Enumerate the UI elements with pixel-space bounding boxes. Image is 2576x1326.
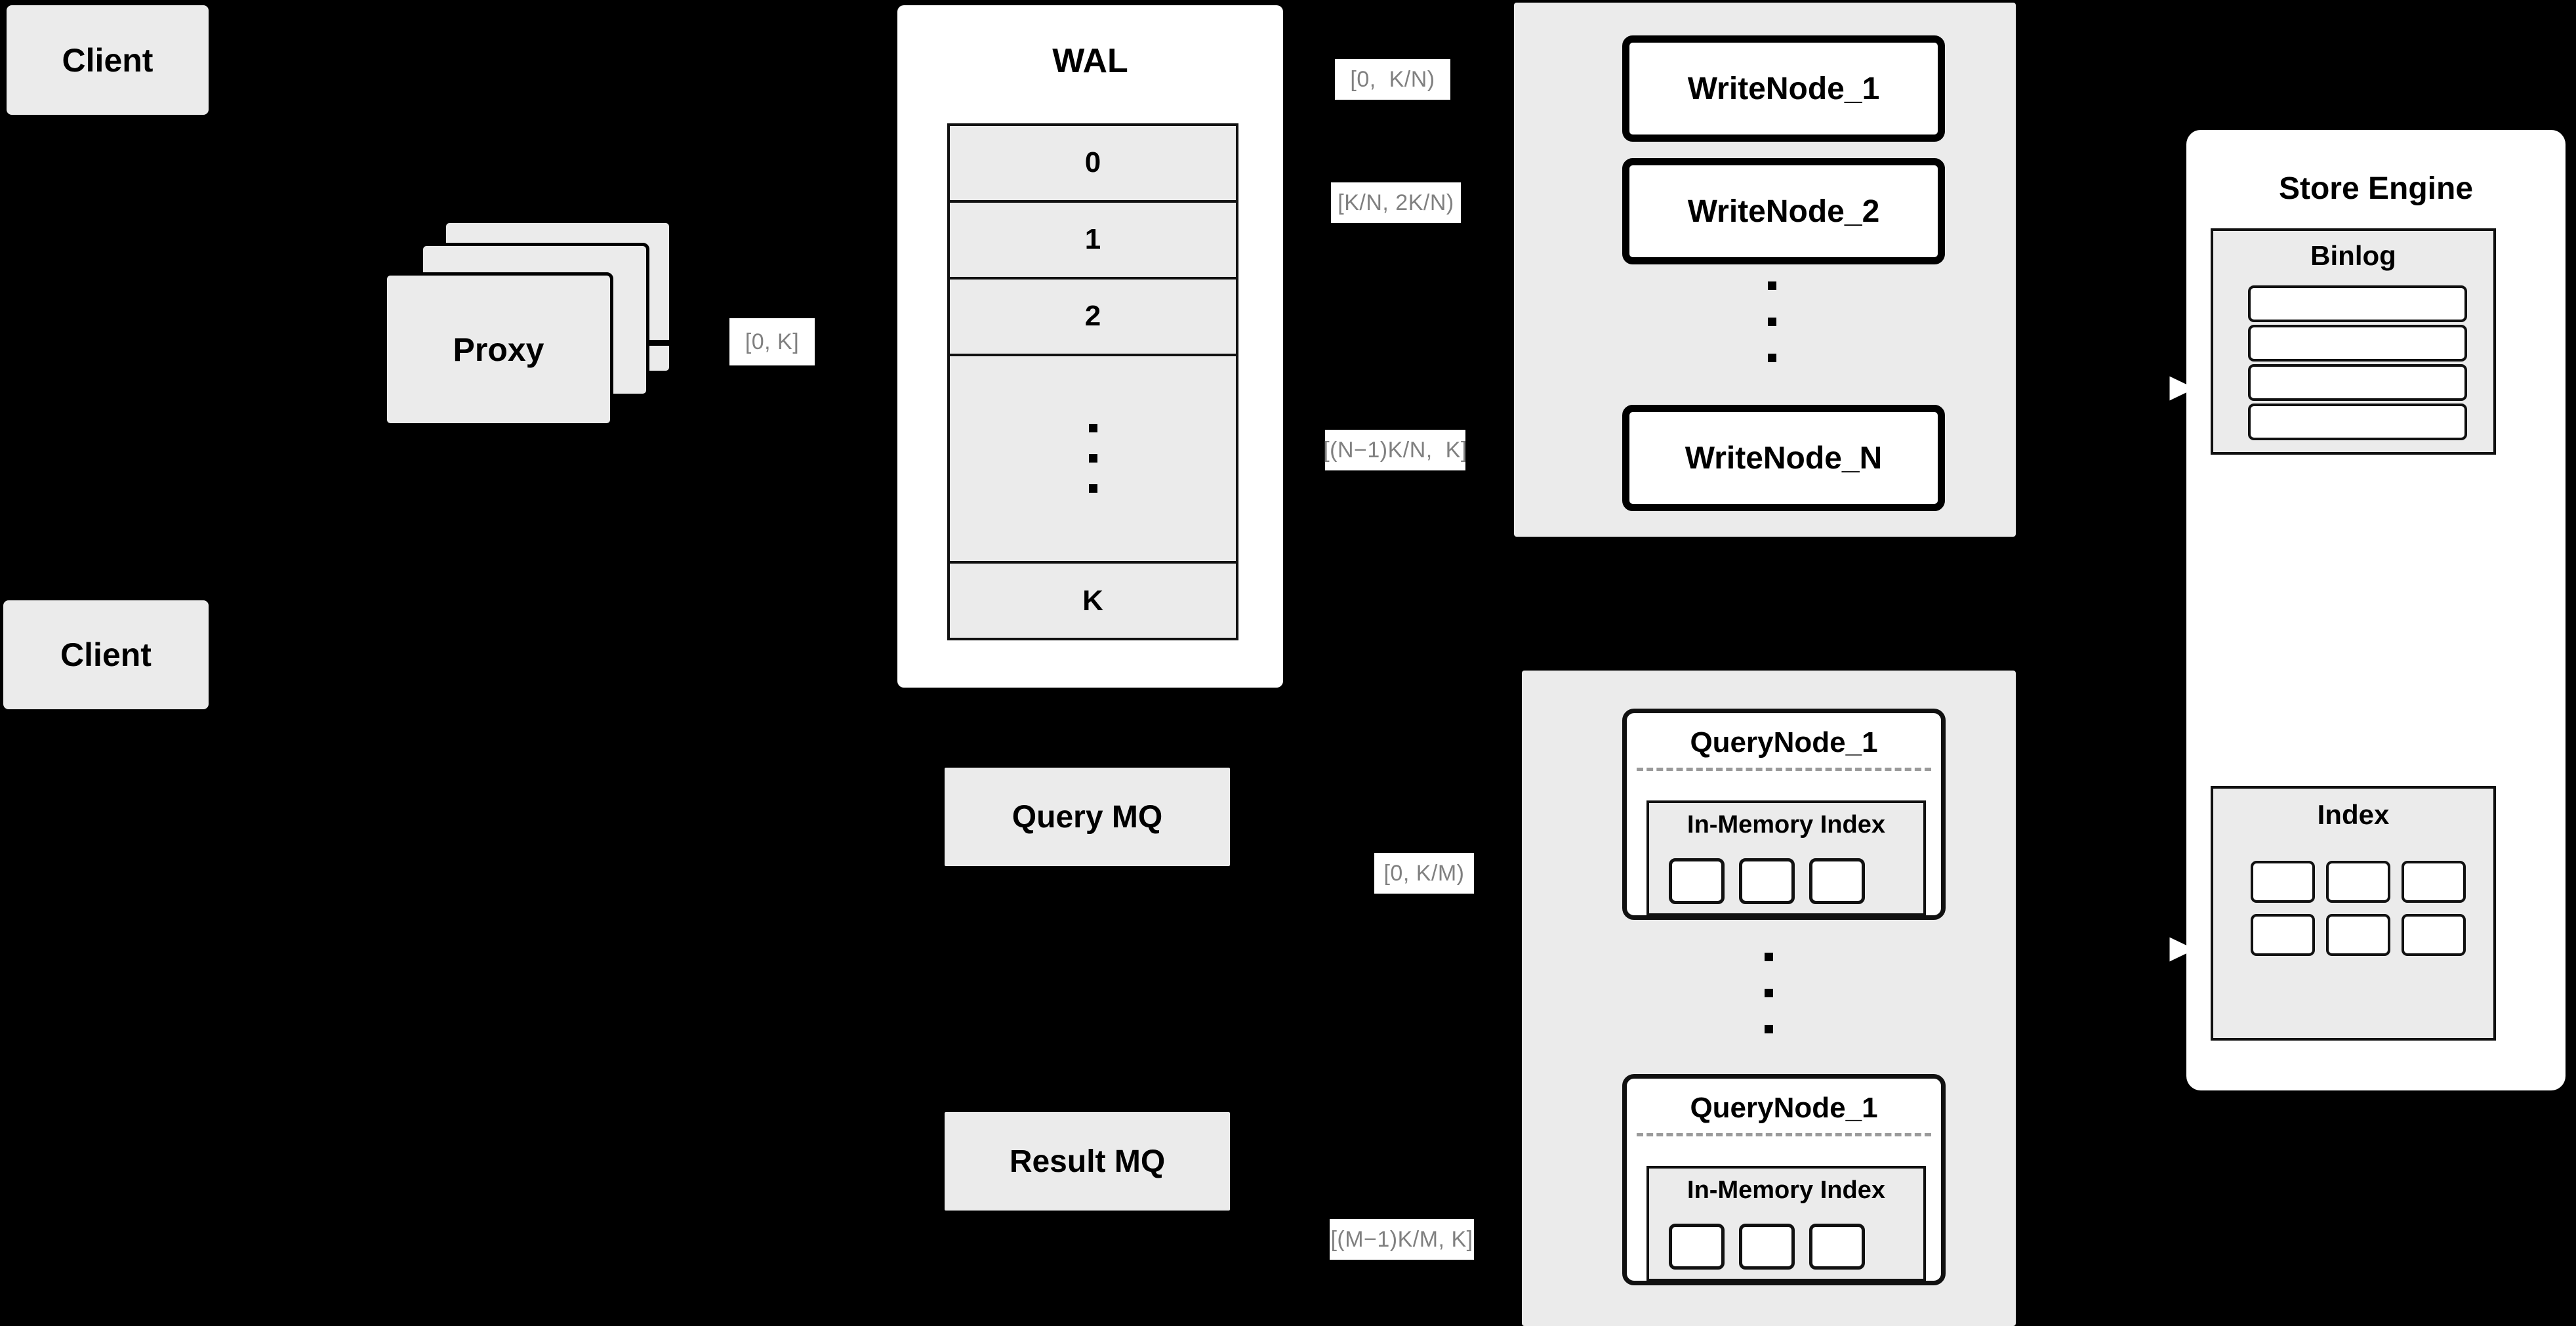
write-node-panel: WriteNode_1 WriteNode_2 WriteNode_N [1514, 3, 2016, 537]
binlog-bar[interactable] [2248, 364, 2467, 401]
client-node-1[interactable]: Client [7, 5, 209, 115]
range-label-write-1: [0, K/N) [1335, 59, 1450, 100]
binlog-title: Binlog [2310, 240, 2396, 271]
query-node-m[interactable]: QueryNode_1 In-Memory Index [1622, 1074, 1946, 1285]
arrow-line-to-binlog [2124, 386, 2178, 392]
binlog-bar[interactable] [2248, 285, 2467, 322]
client-node-2[interactable]: Client [3, 600, 209, 709]
arrow-head-open-index [2165, 930, 2204, 969]
proxy-node-label: Proxy [453, 331, 544, 368]
ellipsis-dot [1765, 953, 1773, 961]
query-mq-node[interactable]: Query MQ [945, 768, 1230, 866]
in-memory-index-1-title: In-Memory Index [1687, 811, 1885, 839]
wal-row-ellipsis [950, 356, 1236, 564]
index-cell[interactable] [2251, 914, 2315, 956]
wal-row-label: K [1082, 584, 1103, 617]
range-label-write-1-text: [0, K/N) [1350, 66, 1435, 92]
in-memory-index-m-title: In-Memory Index [1687, 1176, 1885, 1204]
range-label-write-2-text: [K/N, 2K/N) [1338, 190, 1454, 215]
write-node-2-label: WriteNode_2 [1687, 194, 1880, 229]
ellipsis-dot [1768, 318, 1776, 326]
wal-table: 0 1 2 K [947, 123, 1238, 640]
index-cell[interactable] [2402, 914, 2466, 956]
wal-title: WAL [1052, 42, 1128, 80]
store-engine-panel: Store Engine Binlog Index [2186, 130, 2566, 1090]
binlog-panel: Binlog [2211, 228, 2496, 455]
query-node-m-divider [1637, 1133, 1931, 1136]
query-node-1-divider [1637, 768, 1931, 771]
ellipsis-dot [1088, 454, 1097, 463]
query-node-1-label: QueryNode_1 [1690, 726, 1878, 758]
write-node-1-label: WriteNode_1 [1687, 71, 1880, 106]
query-node-1[interactable]: QueryNode_1 In-Memory Index [1622, 709, 1946, 920]
wal-row[interactable]: 0 [950, 126, 1236, 203]
write-node-n[interactable]: WriteNode_N [1622, 405, 1945, 511]
range-label-proxy-to-wal: [0, K] [729, 318, 815, 365]
wal-row-label: 0 [1084, 146, 1101, 179]
binlog-bar[interactable] [2248, 325, 2467, 362]
client-node-1-label: Client [62, 41, 153, 79]
index-title: Index [2317, 799, 2390, 830]
wal-row-label: 1 [1084, 223, 1101, 256]
index-cell[interactable] [2326, 914, 2390, 956]
index-cell[interactable] [2326, 861, 2390, 903]
index-cell[interactable] [1739, 1224, 1795, 1270]
write-node-2[interactable]: WriteNode_2 [1622, 158, 1945, 264]
wal-row-label: 2 [1084, 300, 1101, 333]
in-memory-index-m: In-Memory Index [1646, 1166, 1926, 1281]
wal-row[interactable]: 2 [950, 279, 1236, 356]
range-label-query-1: [0, K/M) [1374, 853, 1474, 894]
query-node-m-label: QueryNode_1 [1690, 1092, 1878, 1124]
index-panel: Index [2211, 786, 2496, 1041]
index-cell[interactable] [1809, 858, 1865, 904]
range-label-write-n-text: [(N−1)K/N, K] [1323, 437, 1467, 463]
proxy-to-wal-connector [646, 340, 670, 346]
wal-row[interactable]: 1 [950, 202, 1236, 280]
index-cell[interactable] [1669, 858, 1725, 904]
index-cell[interactable] [2251, 861, 2315, 903]
client-node-2-label: Client [60, 636, 152, 673]
index-cell[interactable] [1669, 1224, 1725, 1270]
proxy-node[interactable]: Proxy [384, 272, 613, 426]
write-node-ellipsis [1768, 281, 1776, 362]
ellipsis-dot [1765, 1025, 1773, 1033]
range-label-proxy-to-wal-text: [0, K] [745, 329, 800, 354]
range-label-write-2: [K/N, 2K/N) [1331, 182, 1461, 223]
ellipsis-dot [1765, 989, 1773, 997]
range-label-query-m-text: [(M−1)K/M, K] [1330, 1226, 1473, 1252]
result-mq-label: Result MQ [1009, 1144, 1166, 1179]
query-mq-label: Query MQ [1012, 799, 1163, 835]
store-engine-title: Store Engine [2278, 171, 2474, 206]
range-label-query-1-text: [0, K/M) [1383, 860, 1465, 886]
in-memory-index-1: In-Memory Index [1646, 800, 1926, 916]
query-node-ellipsis [1765, 953, 1773, 1033]
ellipsis-dot [1088, 484, 1097, 493]
result-mq-node[interactable]: Result MQ [945, 1112, 1230, 1211]
index-cell[interactable] [1809, 1224, 1865, 1270]
ellipsis-dot [1768, 281, 1776, 290]
write-node-n-label: WriteNode_N [1685, 440, 1883, 476]
ellipsis-dot [1768, 354, 1776, 362]
arrow-line-to-index [2124, 947, 2178, 953]
index-cell[interactable] [1739, 858, 1795, 904]
write-node-1[interactable]: WriteNode_1 [1622, 35, 1945, 142]
wal-row[interactable]: K [950, 564, 1236, 638]
index-cell[interactable] [2402, 861, 2466, 903]
arrow-head-open-binlog [2165, 369, 2204, 408]
query-node-panel: QueryNode_1 In-Memory Index QueryNode_1 [1522, 671, 2016, 1326]
wal-panel: WAL 0 1 2 K [897, 5, 1283, 688]
binlog-bar[interactable] [2248, 404, 2467, 440]
range-label-write-n: [(N−1)K/N, K] [1323, 430, 1467, 470]
ellipsis-dot [1088, 424, 1097, 433]
range-label-query-m: [(M−1)K/M, K] [1330, 1219, 1474, 1260]
